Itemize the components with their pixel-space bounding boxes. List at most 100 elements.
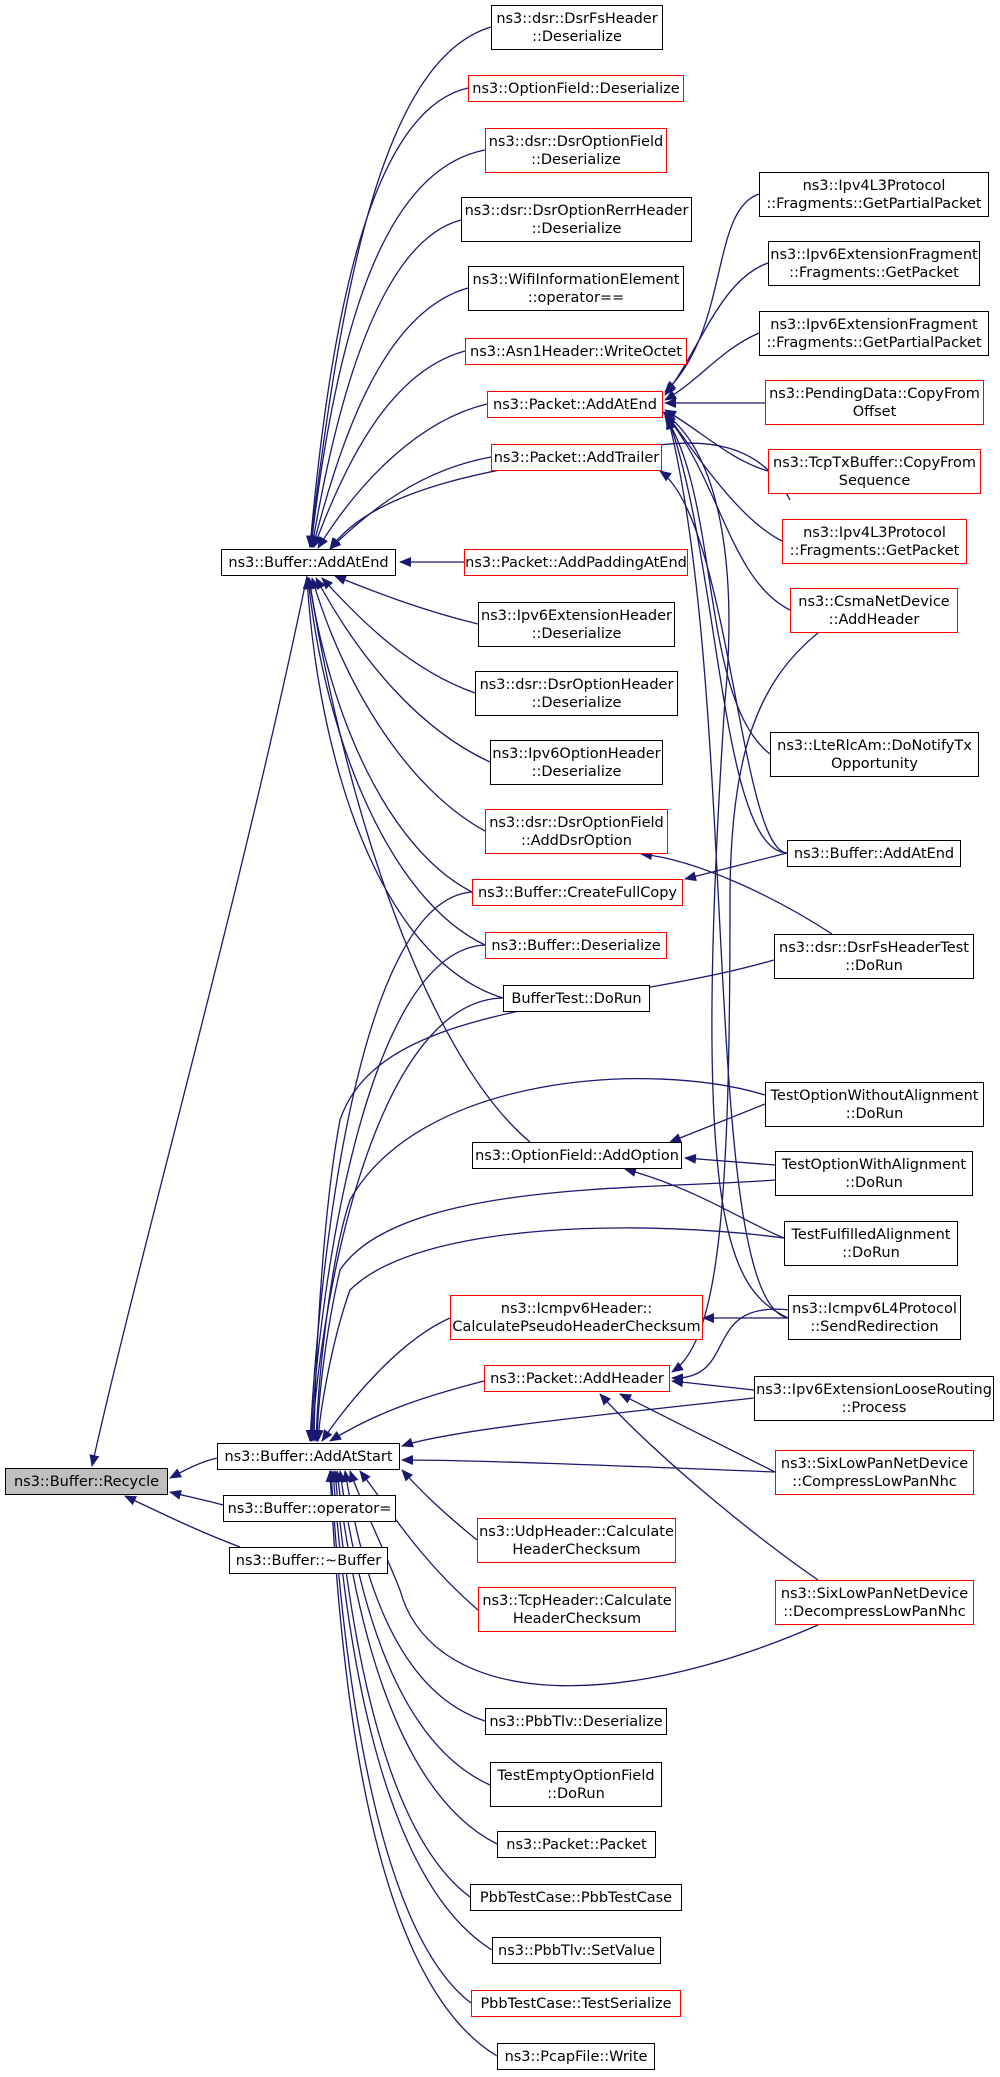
- node-testoptionwithoutalignment-dorun[interactable]: TestOptionWithoutAlignment::DoRun: [765, 1082, 984, 1127]
- node-buffer-recycle[interactable]: ns3::Buffer::Recycle: [5, 1468, 168, 1495]
- node-sixlowpannetdevice-decompresslowpannhc[interactable]: ns3::SixLowPanNetDevice::DecompressLowPa…: [775, 1580, 974, 1625]
- node-pbbtestcase-pbbtestcase[interactable]: PbbTestCase::PbbTestCase: [470, 1884, 682, 1911]
- node-testoptionwithalignment-dorun[interactable]: TestOptionWithAlignment::DoRun: [775, 1151, 973, 1196]
- call-edge: [671, 1377, 755, 1391]
- call-edge: [671, 632, 819, 1373]
- node-label-line: ::Fragments::GetPartialPacket: [766, 195, 982, 212]
- node-icmpv6header-calculatepseudoheaderchecksum[interactable]: ns3::Icmpv6Header::CalculatePseudoHeader…: [450, 1295, 703, 1340]
- node-pbbtestcase-testserialize[interactable]: PbbTestCase::TestSerialize: [471, 1990, 681, 2017]
- node-optionfield-deserialize[interactable]: ns3::OptionField::Deserialize: [468, 75, 684, 102]
- node-label-line: CalculatePseudoHeaderChecksum: [452, 1318, 701, 1335]
- call-edge: [665, 417, 789, 1319]
- node-ipv4l3protocol-getpartialpacket[interactable]: ns3::Ipv4L3Protocol::Fragments::GetParti…: [759, 172, 989, 217]
- call-edge: [307, 149, 486, 548]
- call-edge: [684, 1153, 776, 1166]
- node-label-line: ns3::Buffer::Deserialize: [491, 937, 661, 954]
- node-label-line: TestFulfilledAlignment: [791, 1226, 951, 1243]
- node-label-line: ::DoRun: [842, 1244, 900, 1261]
- node-label-line: Sequence: [838, 472, 911, 489]
- call-edge: [169, 1490, 224, 1506]
- node-label-line: TestOptionWithAlignment: [781, 1156, 967, 1173]
- node-dsroptionfield-adddsroption[interactable]: ns3::dsr::DsrOptionField::AddDsrOption: [485, 809, 668, 854]
- node-testemptyoptionfield-dorun[interactable]: TestEmptyOptionField::DoRun: [490, 1762, 662, 1807]
- node-label-line: ns3::Icmpv6Header::: [500, 1300, 653, 1317]
- node-pbbtlv-setvalue[interactable]: ns3::PbbTlv::SetValue: [492, 1937, 661, 1964]
- call-edge: [333, 1470, 498, 1845]
- node-ipv6extensionfragment-getpacket[interactable]: ns3::Ipv6ExtensionFragment::Fragments::G…: [768, 241, 980, 286]
- call-edge: [313, 350, 466, 548]
- node-buffer-addatend[interactable]: ns3::Buffer::AddAtEnd: [221, 549, 396, 576]
- call-edge: [664, 409, 769, 472]
- node-buffer-destructor[interactable]: ns3::Buffer::~Buffer: [229, 1547, 388, 1574]
- call-edge: [669, 1103, 766, 1143]
- call-edge: [302, 577, 504, 999]
- node-label-line: ::DoRun: [845, 957, 903, 974]
- node-dsroptionrerrheader-deserialize[interactable]: ns3::dsr::DsrOptionRerrHeader::Deseriali…: [461, 197, 692, 242]
- node-buffertest-dorun[interactable]: BufferTest::DoRun: [503, 985, 650, 1012]
- call-edge: [401, 1397, 755, 1448]
- node-packet-addatend[interactable]: ns3::Packet::AddAtEnd: [487, 391, 663, 418]
- node-label-line: ns3::Packet::AddTrailer: [493, 449, 660, 466]
- node-packet-addpaddingatend[interactable]: ns3::Packet::AddPaddingAtEnd: [464, 549, 688, 576]
- call-edge: [89, 575, 308, 1467]
- node-testfulfilledalignment-dorun[interactable]: TestFulfilledAlignment::DoRun: [784, 1221, 958, 1266]
- call-edge: [401, 1469, 478, 1541]
- node-label-line: ::Deserialize: [531, 694, 622, 711]
- node-label-line: ns3::Packet::AddAtEnd: [493, 396, 657, 413]
- node-ipv6extensionfragment-getpartialpacket[interactable]: ns3::Ipv6ExtensionFragment::Fragments::G…: [759, 311, 989, 356]
- node-label-line: ns3::PendingData::CopyFrom: [769, 385, 980, 402]
- node-label-line: ns3::PcapFile::Write: [504, 2048, 648, 2065]
- call-edge: [321, 577, 476, 694]
- node-dsroptionheader-deserialize[interactable]: ns3::dsr::DsrOptionHeader::Deserialize: [475, 671, 678, 716]
- node-label-line: ns3::dsr::DsrOptionField: [489, 814, 664, 831]
- node-label-line: ns3::Ipv6ExtensionHeader: [480, 607, 672, 624]
- node-label-line: ::Deserialize: [531, 220, 622, 237]
- node-ipv6extensionlooserouting-process[interactable]: ns3::Ipv6ExtensionLooseRouting::Process: [754, 1376, 994, 1421]
- node-ipv4l3protocol-getpacket[interactable]: ns3::Ipv4L3Protocol::Fragments::GetPacke…: [782, 519, 967, 564]
- call-edge: [305, 577, 473, 893]
- node-label-line: HeaderChecksum: [512, 1610, 642, 1627]
- node-packet-addtrailer[interactable]: ns3::Packet::AddTrailer: [491, 444, 662, 471]
- node-csmanetdevice-addheader[interactable]: ns3::CsmaNetDevice::AddHeader: [790, 588, 958, 633]
- node-ipv6optionheader-deserialize[interactable]: ns3::Ipv6OptionHeader::Deserialize: [490, 740, 663, 785]
- node-buffer-deserialize[interactable]: ns3::Buffer::Deserialize: [485, 932, 667, 959]
- node-optionfield-addoption[interactable]: ns3::OptionField::AddOption: [472, 1142, 682, 1169]
- node-packet-packet[interactable]: ns3::Packet::Packet: [497, 1831, 656, 1858]
- node-dsrfsheader-deserialize[interactable]: ns3::dsr::DsrFsHeader::Deserialize: [491, 5, 663, 50]
- node-buffer-addatend-2[interactable]: ns3::Buffer::AddAtEnd: [787, 840, 961, 867]
- node-label-line: HeaderChecksum: [512, 1541, 641, 1558]
- node-buffer-createfullcopy[interactable]: ns3::Buffer::CreateFullCopy: [472, 879, 683, 906]
- node-ipv6extensionheader-deserialize[interactable]: ns3::Ipv6ExtensionHeader::Deserialize: [478, 602, 675, 647]
- node-label-line: ns3::TcpTxBuffer::CopyFrom: [773, 454, 976, 471]
- node-icmpv6l4protocol-sendredirection[interactable]: ns3::Icmpv6L4Protocol::SendRedirection: [788, 1295, 961, 1340]
- node-label-line: ns3::Ipv4L3Protocol: [802, 177, 946, 194]
- node-pbbtlv-deserialize[interactable]: ns3::PbbTlv::Deserialize: [485, 1708, 667, 1735]
- call-edge: [684, 852, 788, 882]
- node-buffer-addatstart[interactable]: ns3::Buffer::AddAtStart: [217, 1443, 400, 1470]
- node-wifiinformationelement-operator[interactable]: ns3::WifiInformationElement::operator==: [468, 266, 684, 311]
- node-dsroptionfield-deserialize[interactable]: ns3::dsr::DsrOptionField::Deserialize: [485, 128, 667, 173]
- node-label-line: ns3::Ipv6ExtensionLooseRouting: [756, 1381, 992, 1398]
- node-label-line: ns3::Ipv6ExtensionFragment: [770, 246, 978, 263]
- node-pcapfile-write[interactable]: ns3::PcapFile::Write: [497, 2043, 655, 2070]
- node-asn1header-writeoctet[interactable]: ns3::Asn1Header::WriteOctet: [465, 338, 687, 365]
- node-label-line: ns3::Ipv6ExtensionFragment: [770, 316, 978, 333]
- call-edge: [619, 1393, 776, 1473]
- node-label-line: PbbTestCase::TestSerialize: [480, 1995, 672, 2012]
- node-sixlowpannetdevice-compresslowpannhc[interactable]: ns3::SixLowPanNetDevice::CompressLowPanN…: [775, 1450, 974, 1495]
- node-label-line: ns3::OptionField::AddOption: [475, 1147, 679, 1164]
- call-edge: [305, 577, 531, 1143]
- node-buffer-operator-assign[interactable]: ns3::Buffer::operator=: [223, 1495, 396, 1522]
- node-label-line: ns3::Asn1Header::WriteOctet: [470, 343, 682, 360]
- node-label-line: ns3::Packet::Packet: [506, 1836, 647, 1853]
- node-label-line: ns3::dsr::DsrOptionField: [488, 133, 664, 150]
- node-label-line: ns3::SixLowPanNetDevice: [780, 1455, 969, 1472]
- node-packet-addheader[interactable]: ns3::Packet::AddHeader: [484, 1365, 670, 1392]
- node-label-line: ::DecompressLowPanNhc: [783, 1603, 966, 1620]
- node-dsrfsheadertest-dorun[interactable]: ns3::dsr::DsrFsHeaderTest::DoRun: [774, 934, 974, 979]
